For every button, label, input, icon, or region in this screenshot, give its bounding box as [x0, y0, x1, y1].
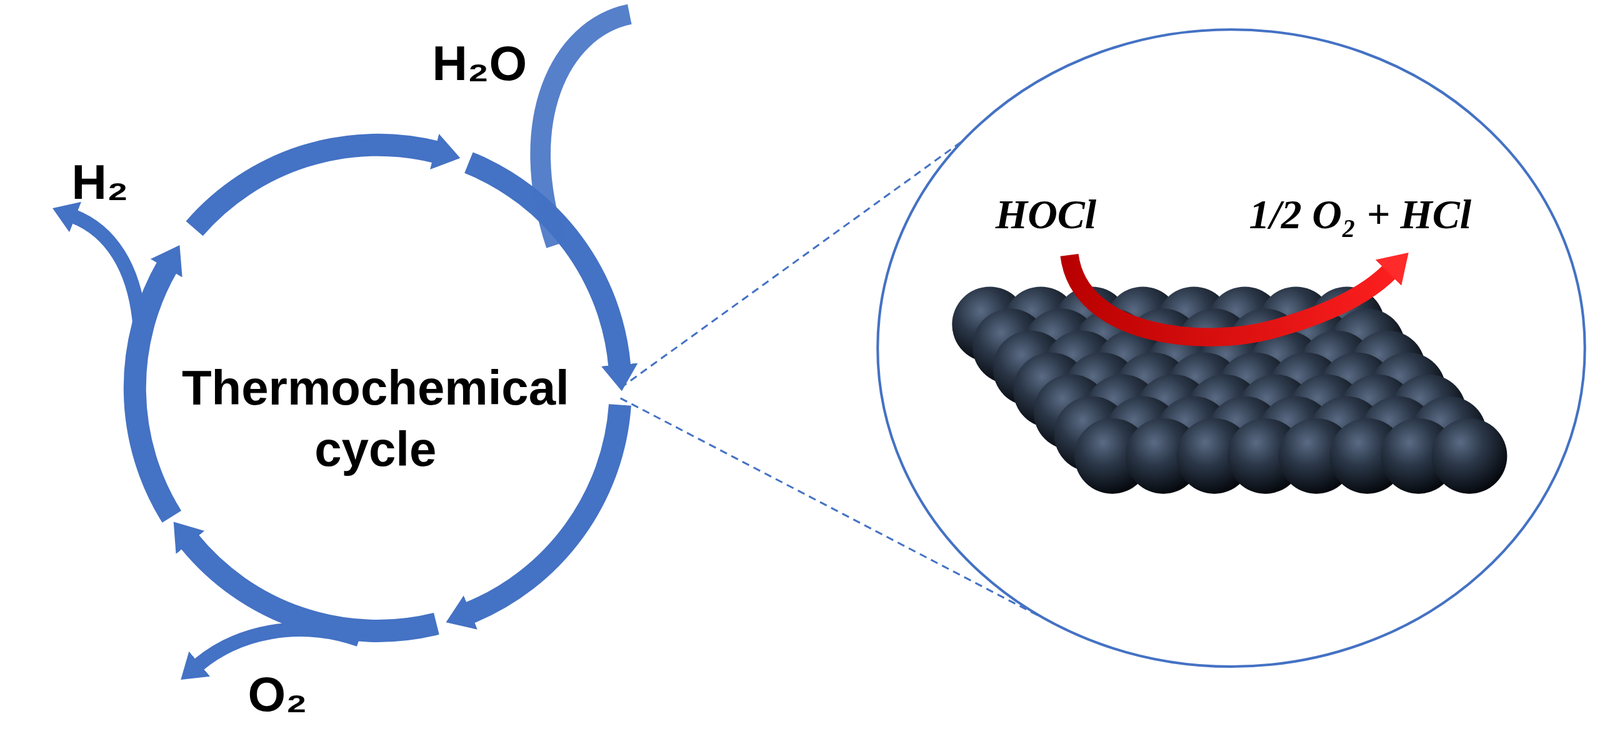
output-arrow [198, 629, 360, 665]
cycle-arrow [188, 540, 437, 631]
atom-sphere [1196, 330, 1273, 407]
atom-sphere [1013, 352, 1089, 429]
atom-sphere [1206, 286, 1283, 362]
atom-sphere [1237, 374, 1314, 450]
catalyst-surface [951, 286, 1507, 494]
input-arrow [540, 14, 630, 245]
atom-sphere [1217, 352, 1294, 429]
atom-sphere [1268, 352, 1344, 429]
atom-sphere [1145, 330, 1222, 407]
atom-sphere [1278, 418, 1355, 494]
atom-sphere [1411, 396, 1487, 472]
cycle-arrow [468, 162, 620, 367]
atom-sphere [1166, 352, 1242, 429]
atom-sphere [1350, 330, 1426, 407]
cycle-arrow [194, 145, 437, 229]
atom-sphere [1105, 286, 1181, 362]
atom-sphere [1125, 418, 1202, 494]
atom-sphere [1340, 374, 1416, 450]
zoom-connector [620, 140, 1052, 622]
atom-sphere [1329, 418, 1405, 494]
atom-sphere [972, 308, 1049, 385]
atom-sphere [1258, 396, 1334, 472]
atom-sphere [1105, 396, 1181, 472]
node-outline [875, 27, 1587, 669]
cycle-arrow [468, 405, 620, 614]
atom-sphere [1248, 330, 1324, 407]
atom-sphere [1227, 418, 1304, 494]
atom-sphere [1360, 396, 1436, 472]
dashed-line [620, 398, 1052, 622]
atom-sphere [1156, 396, 1232, 472]
output-arrow [73, 216, 140, 325]
atom-sphere [1156, 286, 1232, 362]
atom-sphere [1176, 308, 1252, 385]
atom-sphere [1298, 330, 1375, 407]
atom-sphere [1329, 308, 1405, 385]
reactant-label: HOCl [995, 190, 1097, 239]
atom-sphere [1054, 286, 1130, 362]
atom-sphere [1309, 396, 1385, 472]
atom-sphere [1074, 308, 1150, 385]
atom-sphere [1390, 374, 1467, 450]
zoom-circle: HOCl 1/2 O₂ + HCl [875, 27, 1587, 669]
atom-sphere [1288, 374, 1365, 450]
atom-sphere [1064, 352, 1140, 429]
reaction-arrow [1069, 255, 1390, 337]
atom-sphere [1115, 352, 1191, 429]
species-label: H₂ [71, 153, 129, 210]
atom-sphere [1186, 374, 1263, 450]
atom-sphere [1033, 374, 1110, 450]
atom-sphere [1319, 352, 1395, 429]
atom-sphere [1380, 418, 1457, 494]
atom-sphere [1095, 330, 1171, 407]
species-label: H₂O [431, 35, 527, 92]
atom-sphere [1125, 308, 1202, 385]
atom-sphere [1003, 286, 1079, 362]
atom-sphere [1370, 352, 1447, 429]
species-label: O₂ [247, 665, 307, 723]
atom-sphere [1054, 396, 1130, 472]
atom-sphere [1043, 330, 1120, 407]
zoom-outline [877, 29, 1585, 667]
atom-sphere [951, 286, 1028, 362]
atom-sphere [1309, 286, 1385, 362]
dashed-line [620, 140, 964, 388]
cycle-title: Thermochemical cycle [161, 356, 590, 480]
atom-sphere [1074, 418, 1150, 494]
atom-sphere [1085, 374, 1161, 450]
atom-sphere [993, 330, 1069, 407]
atom-sphere [1278, 308, 1355, 385]
cycle-node: Thermochemical cycle [117, 127, 639, 649]
atom-sphere [1135, 374, 1212, 450]
cycle-arrow [135, 266, 172, 517]
atom-sphere [1023, 308, 1100, 385]
atom-sphere [1176, 418, 1252, 494]
atom-sphere [1431, 418, 1508, 494]
atom-sphere [1258, 286, 1334, 362]
atom-sphere [1206, 396, 1283, 472]
product-label: 1/2 O₂ + HCl [1248, 190, 1472, 239]
atom-sphere [1227, 308, 1304, 385]
